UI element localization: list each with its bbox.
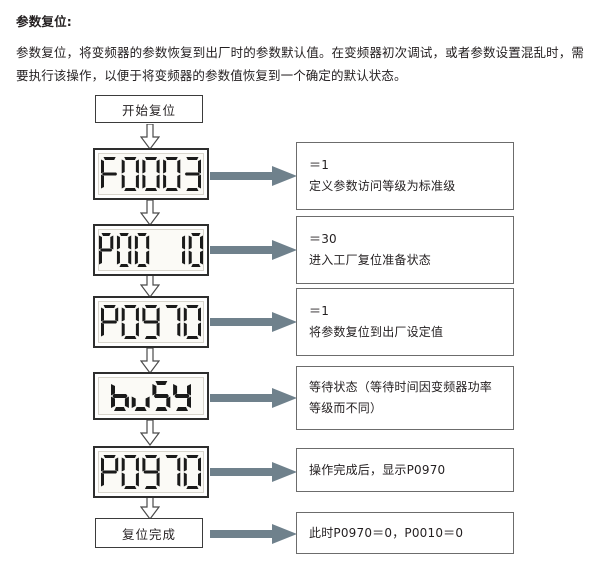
note-line: 进入工厂复位准备状态	[309, 253, 432, 267]
page-title: 参数复位:	[16, 14, 72, 29]
note-line: 等待状态（等待时间因变频器功率	[309, 380, 493, 394]
flow-end-label: 复位完成	[121, 526, 176, 542]
note-box-step-f0003: ＝1 定义参数访问等级为标准级	[296, 142, 514, 210]
led-inner-frame	[98, 451, 204, 493]
note-line: 此时P0970＝0，P0010＝0	[309, 525, 464, 540]
led-display-step-p0010	[93, 224, 209, 276]
note-box-step-busy: 等待状态（等待时间因变频器功率 等级而不同）	[296, 366, 514, 430]
arrow-right-solid-icon	[210, 166, 298, 186]
note-line: 将参数复位到出厂设定值	[309, 325, 444, 339]
note-box-step-p0010: ＝30 进入工厂复位准备状态	[296, 216, 514, 284]
note-line: 定义参数访问等级为标准级	[309, 179, 456, 193]
arrow-down-hollow-icon	[140, 420, 160, 446]
note-box-step-p0970-done: 操作完成后，显示P0970	[296, 448, 514, 492]
arrow-down-hollow-icon	[140, 200, 160, 226]
arrow-down-hollow-icon	[140, 124, 160, 150]
led-segments-p0970-set	[101, 305, 201, 339]
note-line: 等级而不同）	[309, 401, 383, 415]
arrow-right-solid-icon	[210, 462, 298, 482]
note-line: ＝30	[309, 232, 337, 246]
flow-start-label: 开始复位	[121, 102, 176, 118]
arrow-right-solid-icon	[210, 312, 298, 332]
led-display-step-p0970-set	[93, 296, 209, 348]
note-box-step-p0970-set: ＝1 将参数复位到出厂设定值	[296, 288, 514, 356]
led-segments-busy	[111, 381, 191, 411]
arrow-right-solid-icon	[210, 524, 298, 544]
led-segments-p0970-done	[101, 455, 201, 489]
led-display-step-p0970-done	[93, 446, 209, 498]
led-inner-frame	[98, 301, 204, 343]
note-line: ＝1	[309, 304, 330, 318]
document-header: 参数复位: 参数复位，将变频器的参数恢复到出厂时的参数默认值。在变频器初次调试，…	[16, 14, 584, 87]
intro-paragraph: 参数复位，将变频器的参数恢复到出厂时的参数默认值。在变频器初次调试，或者参数设置…	[16, 45, 584, 84]
note-line: 操作完成后，显示P0970	[309, 462, 446, 477]
arrow-right-solid-icon	[210, 240, 298, 260]
led-segments-p0010	[99, 233, 203, 267]
led-inner-frame	[98, 377, 204, 415]
flow-start-node: 开始复位	[95, 95, 203, 123]
led-display-step-f0003	[93, 148, 209, 200]
note-line: ＝1	[309, 158, 330, 172]
note-box-reset-complete: 此时P0970＝0，P0010＝0	[296, 512, 514, 554]
led-display-step-busy	[93, 372, 209, 420]
led-inner-frame	[98, 153, 204, 195]
flow-end-node: 复位完成	[95, 518, 203, 548]
arrow-right-solid-icon	[210, 388, 298, 408]
arrow-down-hollow-icon	[140, 348, 160, 374]
led-inner-frame	[98, 229, 204, 271]
led-segments-f0003	[101, 157, 201, 191]
